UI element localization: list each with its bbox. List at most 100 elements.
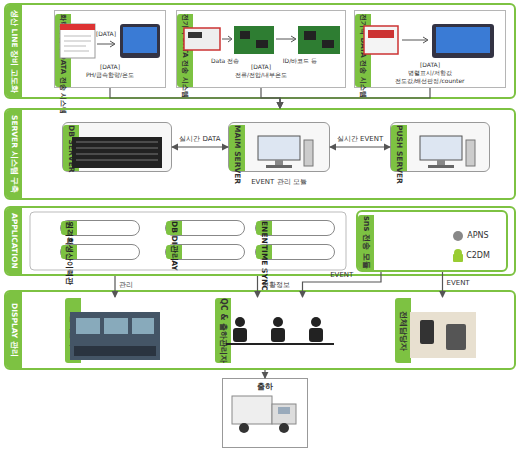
person-body [309, 328, 323, 342]
tablet-body [432, 24, 494, 58]
server-box: MAIM SERVEREVENT 관리 모듈 [228, 122, 330, 172]
connector-arrow [442, 272, 443, 297]
person-body [271, 328, 285, 342]
layer-band: 생산 LINE 장비 고도화 화학적 검사 DATA 전송 시스템 전기적 DATA… [4, 3, 516, 99]
data-arrow [97, 41, 115, 47]
report-sheet [60, 24, 95, 58]
connector-arrow [330, 146, 390, 147]
server-rack [72, 137, 162, 168]
node-title: APPLICATION [6, 208, 22, 274]
node-title: 관리 [166, 245, 182, 259]
layer-band: SERVER 시스템 구축DB SERVERMAIM SERVEREVENT 관… [4, 108, 516, 200]
node-title: QC & 출하관리자 [215, 298, 231, 363]
person-head [235, 317, 245, 327]
node-title: 원격확인 [61, 221, 77, 235]
circuit-board [234, 26, 274, 54]
application-frame [30, 212, 346, 270]
node-title: 생산이력관 [61, 245, 77, 259]
data-arrow [276, 36, 296, 42]
node-title: 전체담당자 [395, 298, 411, 363]
monitor-stand [275, 160, 283, 165]
display-group: 전체담당자 [395, 297, 490, 363]
node-title: DB SERVER [63, 125, 79, 171]
circuit-board [298, 26, 340, 54]
function-box: 원격확인 [60, 220, 140, 236]
person-head [273, 317, 283, 327]
person-head [311, 317, 321, 327]
monitor-base [266, 165, 292, 168]
connector-arrow [280, 88, 430, 108]
server-box: PUSH SERVER [390, 122, 490, 172]
monitor-base [428, 165, 454, 168]
tablet-screen [123, 27, 157, 53]
node-title: sns 전송 모듈 [358, 215, 374, 270]
function-box: 생산이력관 [60, 244, 140, 260]
connector-label: 실시간 EVENT [337, 136, 383, 143]
node-title: DB DISPLAY [166, 221, 182, 235]
tablet [446, 324, 466, 350]
desk-line [226, 343, 334, 345]
device-display [188, 32, 202, 38]
node-note: EVENT 관리 모듈 [209, 177, 349, 187]
report-lines [64, 36, 91, 51]
report-header [60, 24, 95, 30]
connector-arrow [261, 88, 280, 108]
node-title: 출하 [223, 381, 307, 392]
staff-photo [410, 312, 476, 358]
function-box: TIME SYNC [255, 244, 335, 260]
system-box: 전기적 DATA 전송 시스템 [176, 10, 346, 88]
truck-wheel [279, 423, 289, 433]
tablet-body [120, 24, 160, 58]
node-title: 관리센터 [65, 298, 81, 363]
connector-arrow [110, 88, 280, 108]
android-icon [453, 254, 463, 262]
chip [322, 40, 334, 48]
node-title: ENENT [256, 221, 272, 235]
server-box: DB SERVER [62, 122, 172, 172]
measuring-device [184, 28, 220, 50]
person-body [233, 328, 247, 342]
function-box: ENENT [255, 220, 335, 236]
node-title: 화학적 검사 DATA 전송 시스템 [55, 14, 71, 87]
connector-arrow [257, 276, 258, 297]
connector-label: EVENT [447, 280, 470, 287]
screen [104, 318, 128, 334]
chip [304, 31, 316, 40]
device-display [368, 30, 394, 38]
screen [132, 318, 154, 334]
layer-band: APPLICATION 원격확인 DB DISPLAY ENENT 생산이력관 관리 TIM… [4, 206, 516, 276]
node-title: MAIM SERVER [229, 125, 245, 171]
monitor-stand [437, 160, 445, 165]
android-head [454, 249, 462, 257]
desk [74, 346, 156, 356]
display-group: QC & 출하관리자 [215, 297, 340, 363]
connector-arrow [172, 146, 228, 147]
layer-band: DISPLAY 관리 관리센터 QC & 출하관리자 전체담당자 [4, 290, 516, 370]
system-box: 화학적 검사 DATA 전송 시스템 [54, 10, 166, 88]
connector-label: 현황정보 [262, 282, 290, 289]
chip [240, 31, 250, 39]
connector-arrow [303, 272, 382, 297]
module-box: sns 전송 모듈 [356, 210, 508, 272]
truck-cargo [232, 396, 272, 424]
node-title: 생산 LINE 장비 고도화 [6, 5, 22, 97]
pc-tower [304, 140, 313, 166]
display-group: 관리센터 [65, 297, 165, 363]
screen [76, 318, 100, 334]
measuring-device [364, 26, 398, 54]
node-title: DISPLAY 관리 [6, 292, 22, 368]
connector-label: 실시간 DATA [179, 136, 220, 143]
control-room-photo [70, 312, 160, 360]
tablet-screen [436, 27, 490, 53]
shipping-box: 출하 [222, 378, 308, 448]
monitor [258, 136, 300, 160]
connector-arrow [114, 276, 115, 297]
data-arrow [222, 36, 232, 42]
node-title: PUSH SERVER [391, 125, 407, 171]
chip [256, 40, 268, 48]
apple-icon [453, 231, 463, 241]
monitor [420, 136, 462, 160]
connector-label: 관리 [119, 282, 133, 289]
rack-slots [76, 142, 158, 160]
